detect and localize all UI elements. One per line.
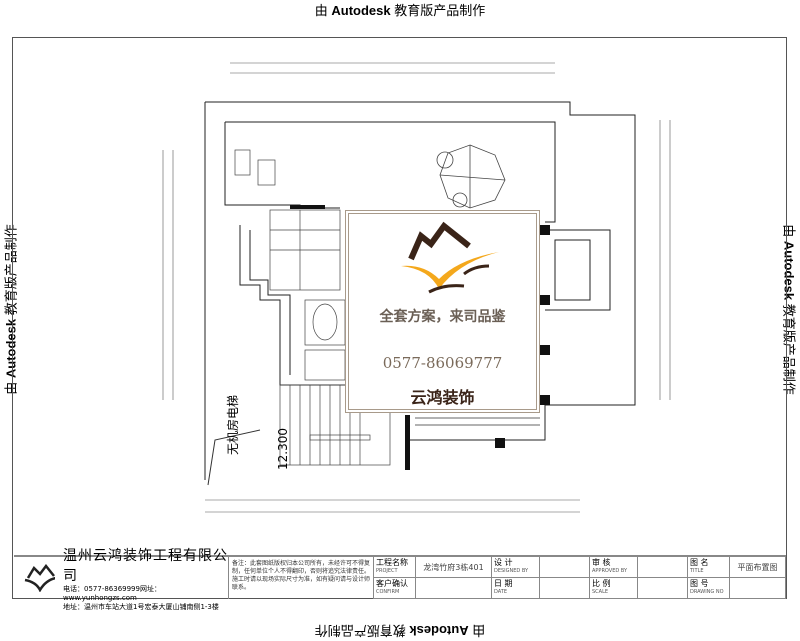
title-block: 温州云鸿装饰工程有限公司 电话：0577-86369999网址：www.yunh… [14, 548, 786, 611]
logo-brand: 云鸿装饰 [410, 388, 475, 407]
columns [290, 205, 550, 470]
logo-phone: 0577-86069777 [382, 354, 503, 372]
bathtub [304, 299, 346, 381]
level-mark: 12.300 [276, 428, 290, 470]
field-value [638, 557, 688, 578]
kitchen [234, 149, 276, 186]
elevator-label: 无机房电梯 [226, 394, 240, 455]
title-block-logo: 温州云鸿装饰工程有限公司 电话：0577-86369999网址：www.yunh… [14, 548, 229, 611]
field-value [416, 578, 492, 599]
logo-slogan: 全套方案，来司品鉴 [379, 309, 506, 325]
company-address: 地址：温州市车站大道1号宏泰大厦山铺南侧1-3楼 [63, 602, 219, 611]
field-value [638, 578, 688, 599]
elevator-outline [207, 429, 261, 486]
company-logo-icon [24, 564, 55, 592]
field-value: 平面布置图 [730, 557, 786, 578]
company-phone: 电话：0577-86369999网址：www.yunhongzs.com [63, 584, 161, 602]
dimension-lines [162, 62, 671, 513]
balcony-railing [415, 417, 540, 426]
field-value [540, 557, 590, 578]
company-logo-icon [401, 221, 499, 294]
stair-top [269, 209, 341, 291]
field-value [540, 578, 590, 599]
notes: 备注：此套图纸版权归本公司所有，未经许可不得复制，任何单位个人不得翻印，否则将追… [229, 557, 374, 599]
gazebo [436, 144, 506, 209]
field-value: 龙湾竹府3栋401 [416, 557, 492, 578]
watermark-top: 由 Autodesk 教育版产品制作 [314, 3, 486, 18]
stair-bottom [279, 384, 391, 466]
company-name: 温州云鸿装饰工程有限公司 [63, 547, 228, 584]
field-value [730, 578, 786, 599]
company-logo-panel: 全套方案，来司品鉴 0577-86069777 云鸿装饰 [345, 210, 540, 413]
